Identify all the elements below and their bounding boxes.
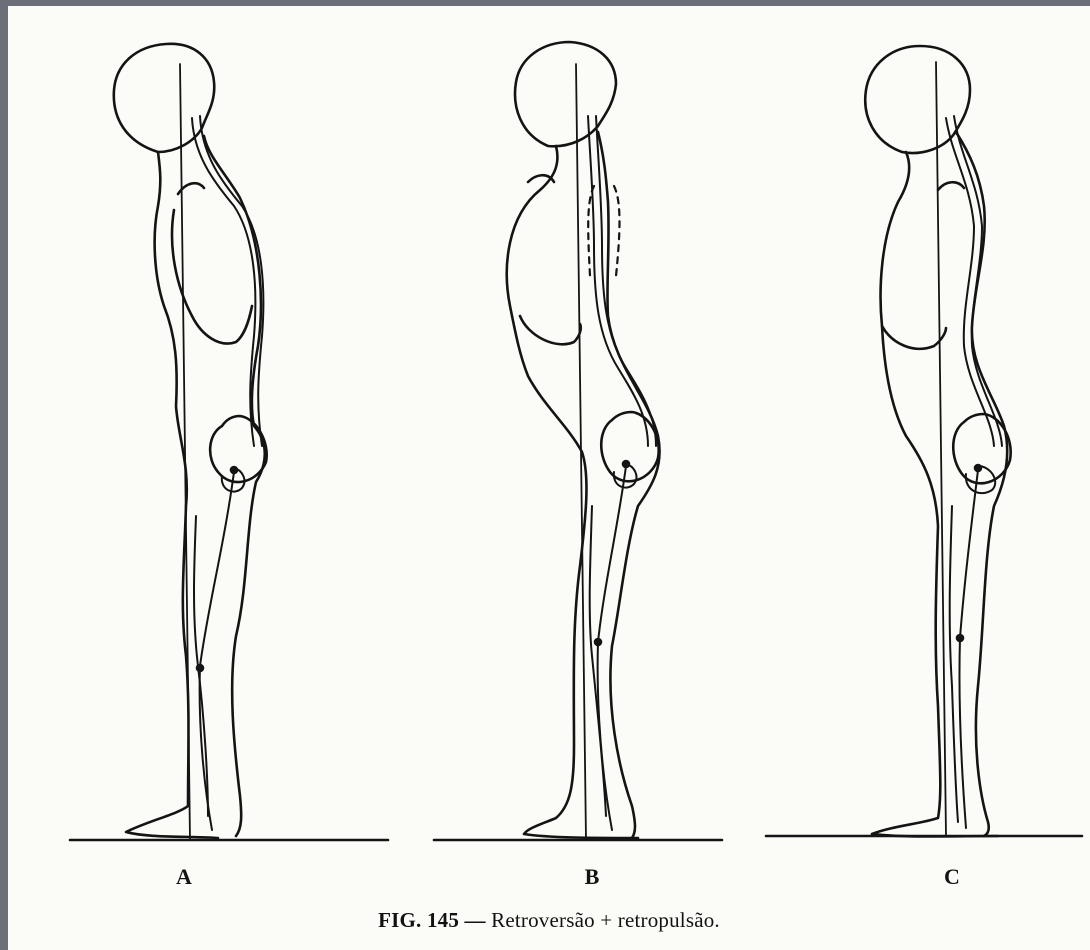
panel-b-head xyxy=(515,42,616,146)
panel-c-figure xyxy=(766,46,1082,837)
figure-caption: FIG. 145 — Retroversão + retropulsão. xyxy=(8,908,1090,933)
panel-c-label: C xyxy=(932,864,972,890)
panel-b-knee-joint xyxy=(595,639,601,645)
panel-c-leg-axis xyxy=(959,470,978,828)
panel-c-front-outline xyxy=(872,152,998,837)
panel-c-head xyxy=(865,46,970,153)
panel-c-knee-joint xyxy=(957,635,963,641)
panel-a-label: A xyxy=(164,864,204,890)
panel-c-inner-leg xyxy=(950,506,958,822)
caption-text: Retroversão + retropulsão. xyxy=(491,908,720,932)
panel-a-head xyxy=(114,44,214,152)
scanned-page: A B C FIG. 145 — Retroversão + retropuls… xyxy=(8,6,1090,950)
panel-a-leg-axis xyxy=(200,472,234,830)
panel-a-pelvis xyxy=(210,416,267,482)
panel-b-back-outline xyxy=(598,132,660,838)
posture-figure xyxy=(8,6,1090,950)
panel-b-spine xyxy=(588,116,648,446)
panel-b-pelvis xyxy=(601,412,658,481)
panel-b-figure xyxy=(434,42,722,840)
panel-c-pelvis xyxy=(953,414,1010,483)
panel-b-label: B xyxy=(572,864,612,890)
panel-a-back-outline xyxy=(204,136,265,836)
figure-number: FIG. 145 — xyxy=(378,908,486,932)
panel-a-spine xyxy=(192,118,255,446)
panel-a-figure xyxy=(70,44,388,840)
